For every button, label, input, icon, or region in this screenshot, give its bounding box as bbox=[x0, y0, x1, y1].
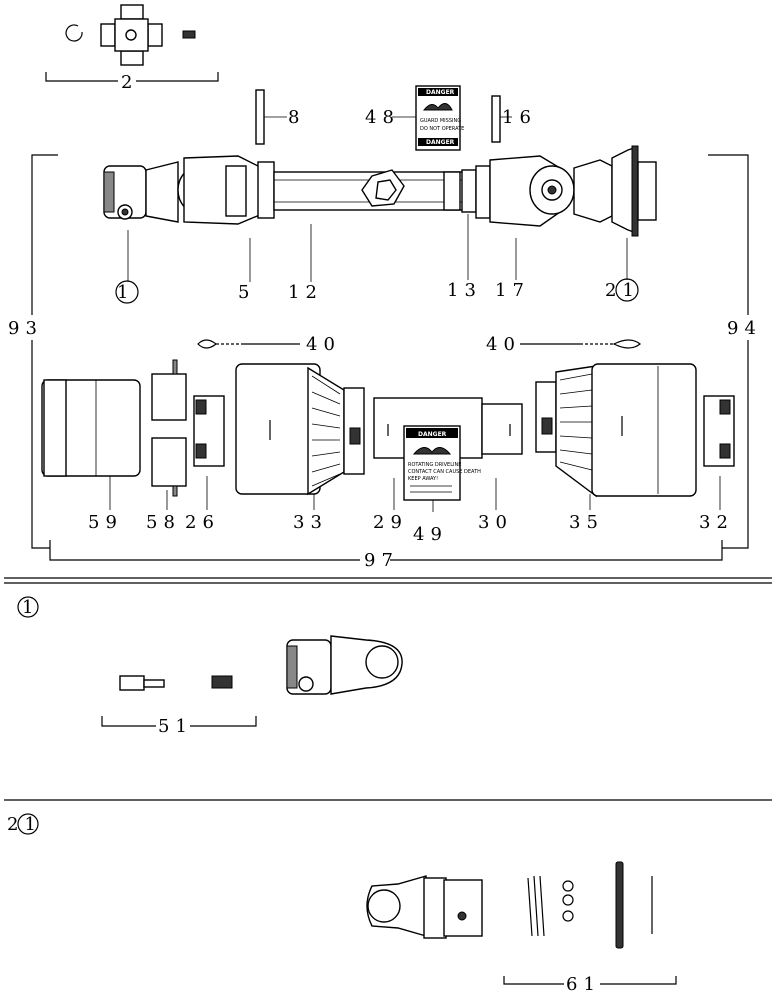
callout-29: 29 bbox=[373, 512, 408, 533]
decal-48-line2: DO NOT OPERATE bbox=[420, 126, 464, 132]
detail-1-reference: 1 bbox=[22, 597, 39, 618]
callout-8: 8 bbox=[288, 107, 305, 128]
detail-1-yoke-part bbox=[286, 635, 403, 695]
kit-61-bracket bbox=[503, 976, 677, 985]
snap-ring-part bbox=[65, 24, 83, 42]
tube-8-part bbox=[255, 89, 265, 145]
safety-chain-right bbox=[520, 339, 641, 349]
pin-part bbox=[119, 675, 165, 691]
decal-48-line1: GUARD MISSING bbox=[420, 118, 461, 124]
decal-48-header: DANGER bbox=[426, 89, 455, 96]
left-yoke-assembly bbox=[103, 155, 275, 225]
guard-block-58 bbox=[151, 359, 187, 497]
bearing-balls bbox=[562, 880, 574, 922]
decal-49-header: DANGER bbox=[418, 431, 447, 438]
center-tube-assembly bbox=[273, 169, 477, 213]
callout-59: 59 bbox=[88, 512, 123, 533]
callout-16: 16 bbox=[502, 107, 537, 128]
decal-49-line1: ROTATING DRIVELINE bbox=[408, 462, 461, 468]
callout-40-left: 40 bbox=[306, 334, 341, 355]
callout-48: 48 bbox=[365, 107, 400, 128]
callout-49: 49 bbox=[413, 524, 448, 545]
decal-49-line3: KEEP AWAY! bbox=[408, 476, 438, 482]
cross-bearing-kit-part bbox=[100, 4, 163, 66]
callout-33: 33 bbox=[293, 512, 328, 533]
callout-58: 58 bbox=[146, 512, 181, 533]
safety-chain-left bbox=[197, 339, 300, 349]
callout-93: 93 bbox=[8, 318, 43, 339]
snap-ring-set bbox=[527, 875, 545, 937]
callout-5: 5 bbox=[238, 282, 255, 303]
callout-30: 30 bbox=[478, 512, 513, 533]
guard-clamp-32 bbox=[703, 395, 735, 467]
callout-1: 1 bbox=[117, 282, 134, 303]
spring-part bbox=[211, 675, 233, 689]
callout-94: 94 bbox=[727, 318, 762, 339]
callout-13: 13 bbox=[447, 280, 482, 301]
detail-21-reference: 21 bbox=[7, 814, 42, 835]
callout-12: 12 bbox=[288, 282, 323, 303]
callout-21: 21 bbox=[605, 280, 640, 301]
right-yoke-assembly bbox=[475, 145, 657, 237]
guard-clamp-26 bbox=[193, 395, 225, 467]
tube-16-part bbox=[491, 95, 501, 143]
callout-61: 61 bbox=[566, 974, 601, 995]
grease-fitting-part bbox=[182, 30, 196, 39]
guard-tube-30 bbox=[481, 403, 523, 455]
seal-ring-part bbox=[615, 861, 653, 949]
guard-cone-35 bbox=[535, 363, 697, 498]
decal-49-line2: CONTACT CAN CAUSE DEATH bbox=[408, 469, 481, 475]
decal-48-footer: DANGER bbox=[426, 139, 455, 146]
callout-26: 26 bbox=[185, 512, 220, 533]
guard-kit-bracket bbox=[31, 154, 749, 561]
decal-48-guard-missing: DANGER GUARD MISSING DO NOT OPERATE DANG… bbox=[415, 85, 464, 151]
callout-97: 97 bbox=[364, 550, 399, 571]
detail-21-yoke-part bbox=[366, 875, 483, 939]
callout-32: 32 bbox=[699, 512, 734, 533]
callout-2: 2 bbox=[121, 72, 138, 93]
callout-17: 17 bbox=[495, 280, 530, 301]
decal-49-rotating-driveline: DANGER ROTATING DRIVELINE CONTACT CAN CA… bbox=[403, 425, 481, 501]
callout-40-right: 40 bbox=[486, 334, 521, 355]
guard-bearing-59 bbox=[41, 379, 141, 477]
kit-51-bracket bbox=[101, 716, 257, 727]
guard-cone-33 bbox=[235, 363, 365, 496]
kit-2-bracket bbox=[45, 72, 219, 82]
callout-51: 51 bbox=[158, 716, 193, 737]
callout-35: 35 bbox=[569, 512, 604, 533]
